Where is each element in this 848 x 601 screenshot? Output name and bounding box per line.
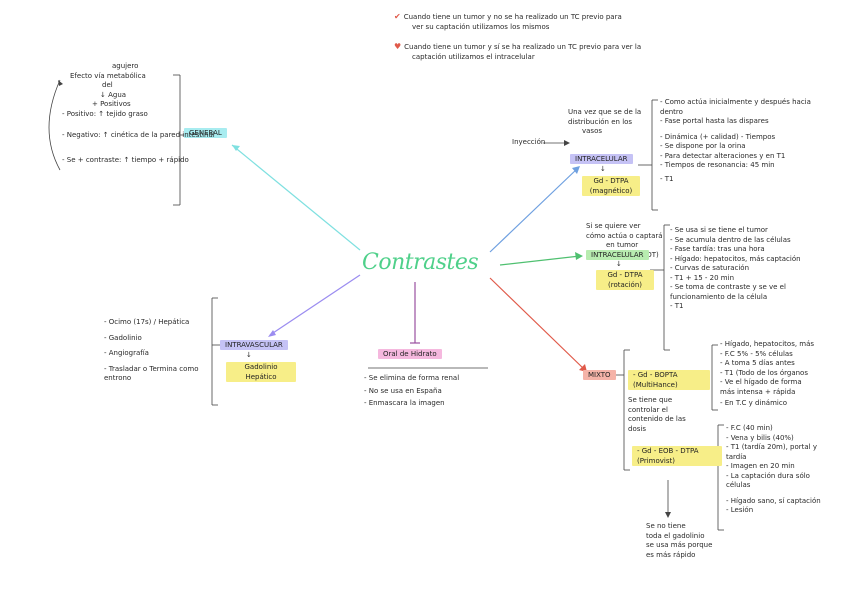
oral-label: Oral de Hidrato (378, 349, 442, 359)
mixto-notes-2: - F.C (40 min) - Vena y bilis (40%) - T1… (726, 424, 821, 514)
mixto-notes-1: - Hígado, hepatocitos, más - F.C 5% - 5%… (720, 340, 815, 407)
intracelular-mid-label: INTRACELULAR (586, 250, 649, 260)
top-note-2b: captación utilizamos el intracelular (412, 53, 535, 61)
intravascular-label: INTRAVASCULAR (220, 340, 288, 350)
intracelular-top-small-note: Una vez que se de la distribución en los… (568, 108, 642, 135)
oral-notes: - Se elimina de forma renal - No se usa … (364, 374, 460, 407)
red-bullet-icon: ♥ (394, 42, 402, 51)
connector-intracelular-mid (499, 255, 581, 266)
general-tiny-notes: agujero Efecto vía metabólica del ↓ Agua… (70, 62, 146, 108)
intravascular-sub: Gadolinio Hepático (226, 362, 296, 382)
mixto-sub-2: - Gd - EOB - DTPA (Primovist) (632, 446, 722, 466)
general-notes: - Positivo: ↑ tejido graso - Negativo: ↑… (62, 110, 215, 164)
connector-mixto (489, 277, 586, 371)
intravascular-down-arrow-icon: ↓ (246, 351, 252, 359)
intracelular-top-notes: - Como actúa inicialmente y después haci… (660, 98, 811, 183)
connector-general (231, 144, 361, 251)
center-title: Contrastes (362, 250, 479, 275)
mixto-mid-note: Se tiene que controlar el contenido de l… (628, 396, 686, 433)
connector-intravascular (269, 274, 361, 336)
general-label: GENERAL (184, 128, 227, 138)
mixto-bottom-note: Se no tiene toda el gadolinio se usa más… (646, 522, 713, 559)
intracelular-mid-notes: - Se usa si se tiene el tumor - Se acumu… (670, 226, 801, 310)
intracelular-top-sub: Gd - DTPA (magnético) (582, 176, 640, 196)
mixto-sub-1: - Gd - BOPTA (MultiHance) (628, 370, 710, 390)
intracelular-mid-down-arrow-icon: ↓ (616, 260, 622, 268)
top-note-1: ✔Cuando tiene un tumor y no se ha realiz… (394, 12, 622, 21)
intracelular-top-left-note: Inyección (512, 138, 546, 146)
red-bullet-icon: ✔ (394, 12, 401, 21)
mixto-label: MIXTO (583, 370, 616, 380)
top-note-1b: ver su captación utilizamos los mismos (412, 23, 550, 31)
intravascular-notes: - Ocimo (17s) / Hepática - Gadolinio - A… (104, 318, 199, 382)
top-note-2: ♥Cuando tiene un tumor y sí se ha realiz… (394, 42, 642, 51)
connector-intracelular-top (489, 167, 579, 253)
intracelular-mid-sub: Gd - DTPA (rotación) (596, 270, 654, 290)
intracelular-top-label: INTRACELULAR (570, 154, 633, 164)
intracelular-top-down-arrow-icon: ↓ (600, 165, 606, 173)
